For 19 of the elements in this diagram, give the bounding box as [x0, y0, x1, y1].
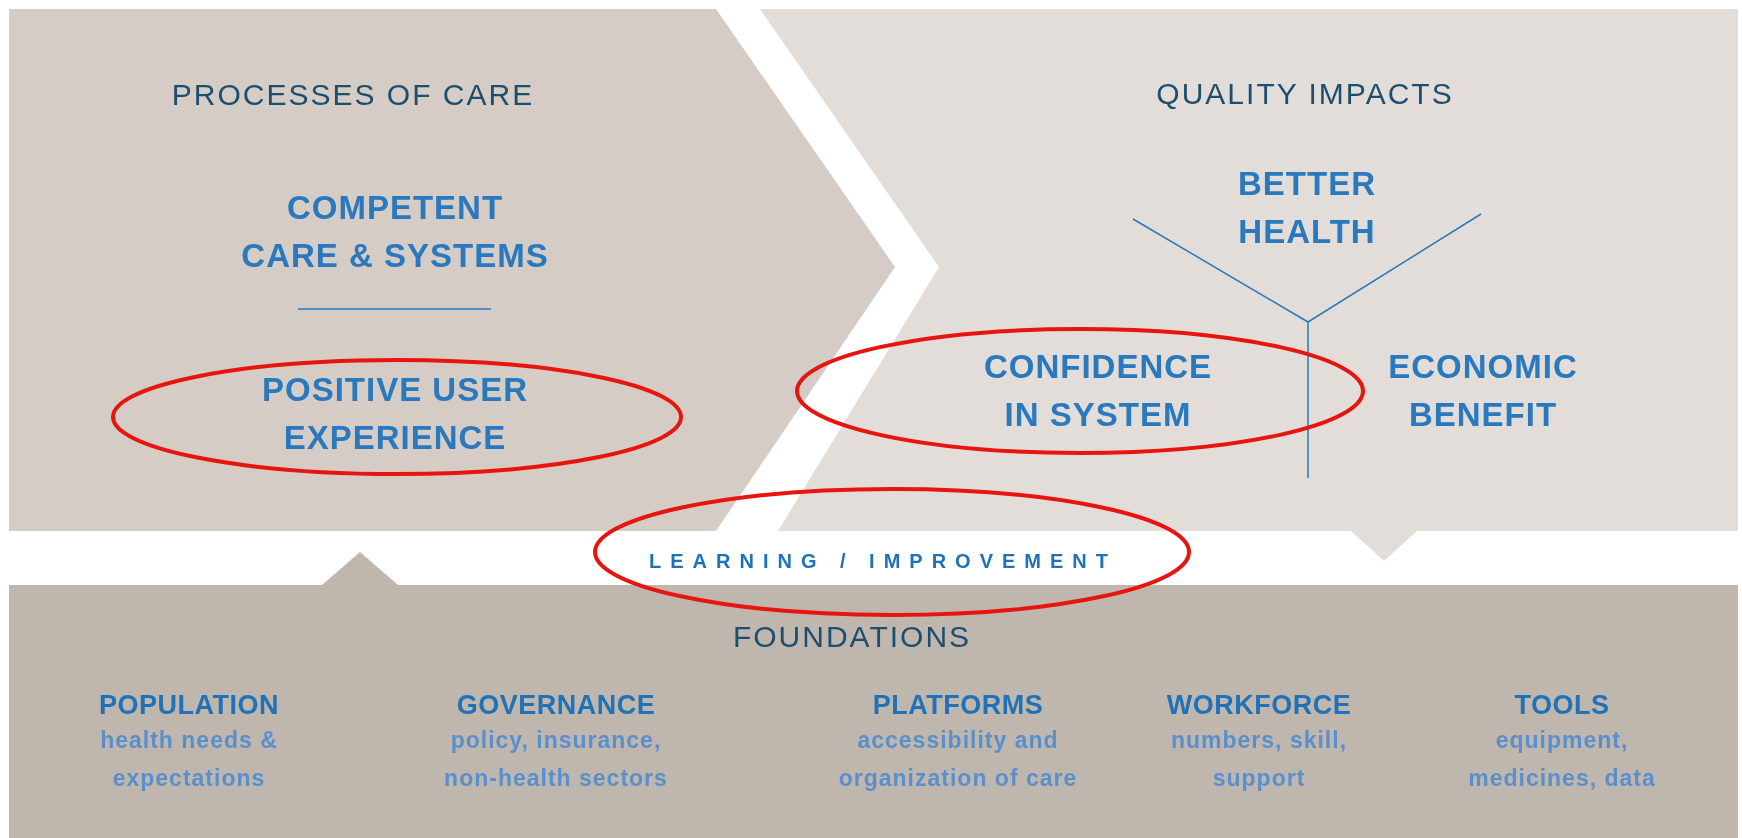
- foundation-description: health needs & expectations: [99, 726, 279, 793]
- cycle-label: LEARNING / IMPROVEMENT: [649, 549, 1117, 573]
- foundation-heading: TOOLS: [1513, 690, 1611, 721]
- foundation-heading: POPULATION: [98, 690, 280, 721]
- foundation-heading: PLATFORMS: [871, 690, 1045, 721]
- foundation-description: accessibility and organization of care: [837, 726, 1079, 793]
- section-heading: PROCESSES OF CARE: [171, 78, 535, 112]
- foundation-heading: GOVERNANCE: [455, 690, 657, 721]
- process-label: COMPETENT CARE & SYSTEMS: [237, 184, 553, 280]
- section-heading: QUALITY IMPACTS: [1156, 77, 1454, 111]
- impact-label: ECONOMIC BENEFIT: [1353, 343, 1613, 439]
- section-heading: FOUNDATIONS: [732, 620, 972, 654]
- foundation-description: numbers, skill, support: [1169, 726, 1349, 793]
- foundation-description: equipment, medicines, data: [1467, 726, 1657, 793]
- impact-label: BETTER HEALTH: [1217, 160, 1397, 256]
- impact-label: CONFIDENCE IN SYSTEM: [968, 343, 1228, 439]
- process-label: POSITIVE USER EXPERIENCE: [230, 366, 560, 462]
- foundation-heading: WORKFORCE: [1165, 690, 1353, 721]
- foundation-description: policy, insurance, non-health sectors: [443, 726, 669, 793]
